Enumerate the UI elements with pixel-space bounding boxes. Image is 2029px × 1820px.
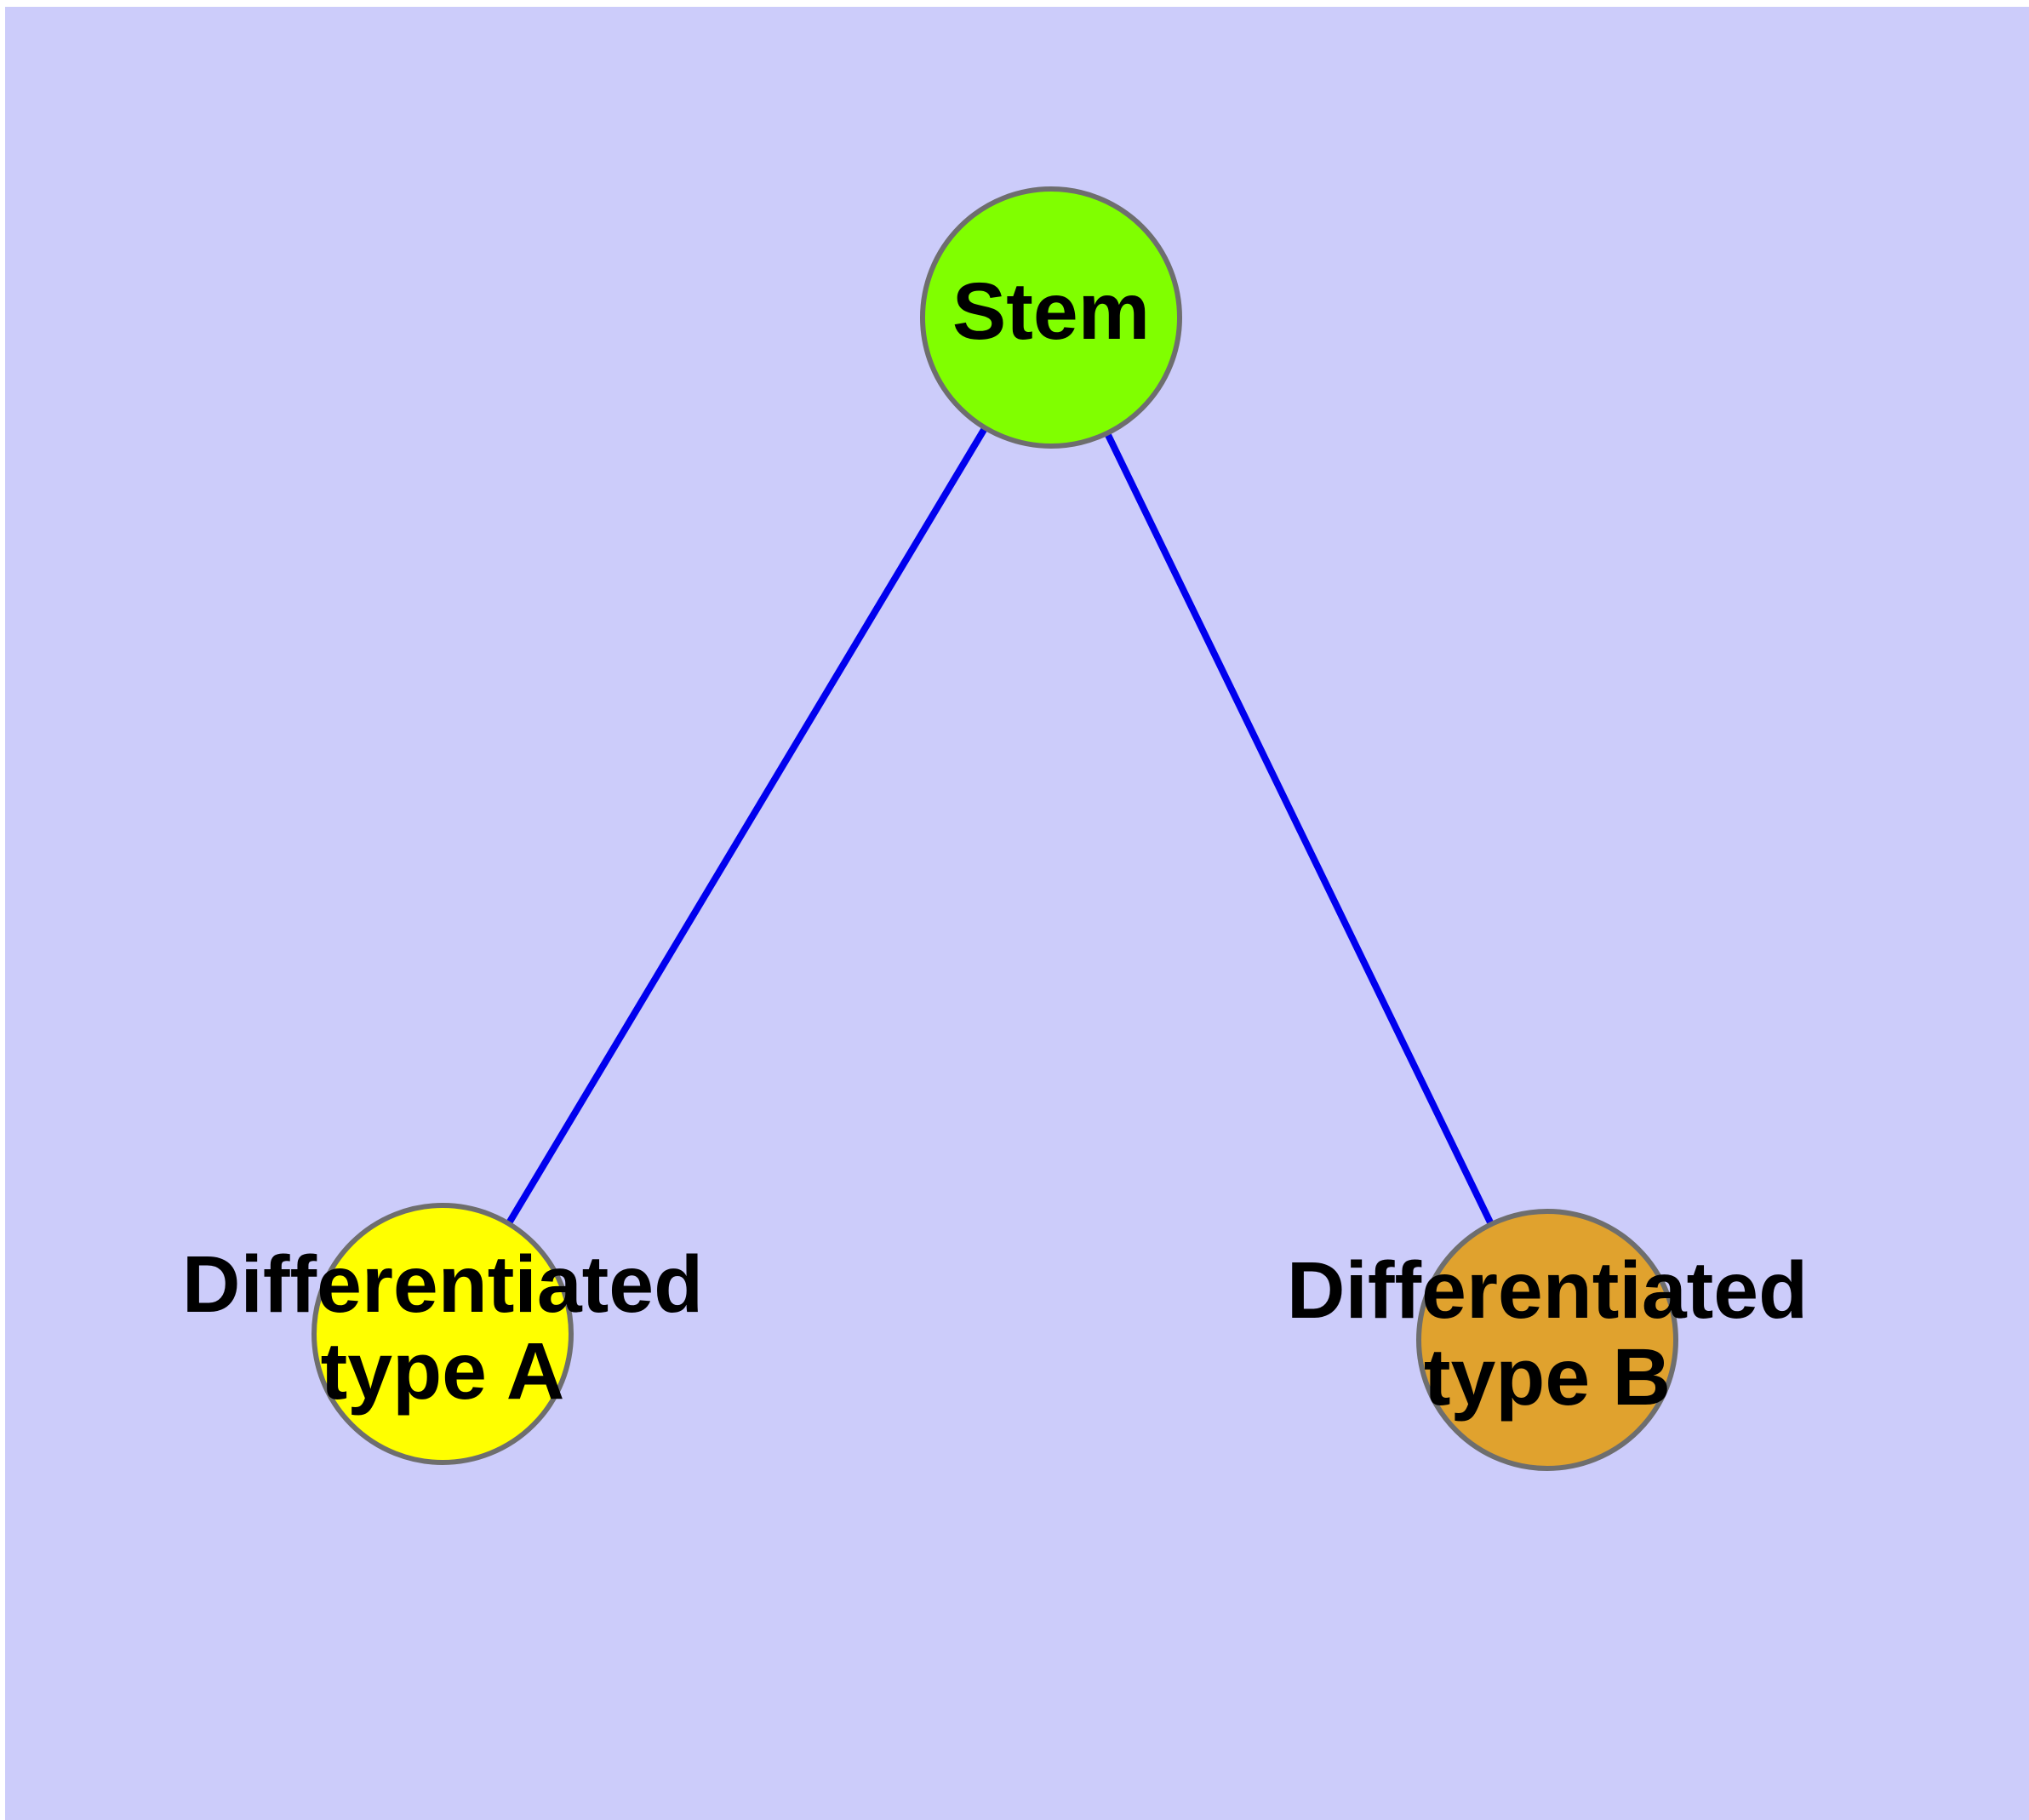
- edge-stem-diff-a[interactable]: [439, 315, 1055, 1336]
- nodes-layer: [311, 186, 1678, 1471]
- node-label-line: Differentiated: [182, 1239, 703, 1330]
- node-label-line: Differentiated: [1287, 1245, 1808, 1336]
- node-label-line: type B: [1424, 1332, 1671, 1422]
- node-diff_b[interactable]: [1416, 1209, 1678, 1471]
- node-diff_a[interactable]: [311, 1203, 574, 1465]
- node-label-line: Stem: [952, 266, 1150, 357]
- edges-layer: [439, 315, 1551, 1342]
- node-stem[interactable]: [920, 186, 1182, 449]
- node-label-stem: Stem: [952, 266, 1150, 357]
- edge-stem-diff-b[interactable]: [1048, 316, 1551, 1342]
- node-label-line: type A: [321, 1326, 565, 1417]
